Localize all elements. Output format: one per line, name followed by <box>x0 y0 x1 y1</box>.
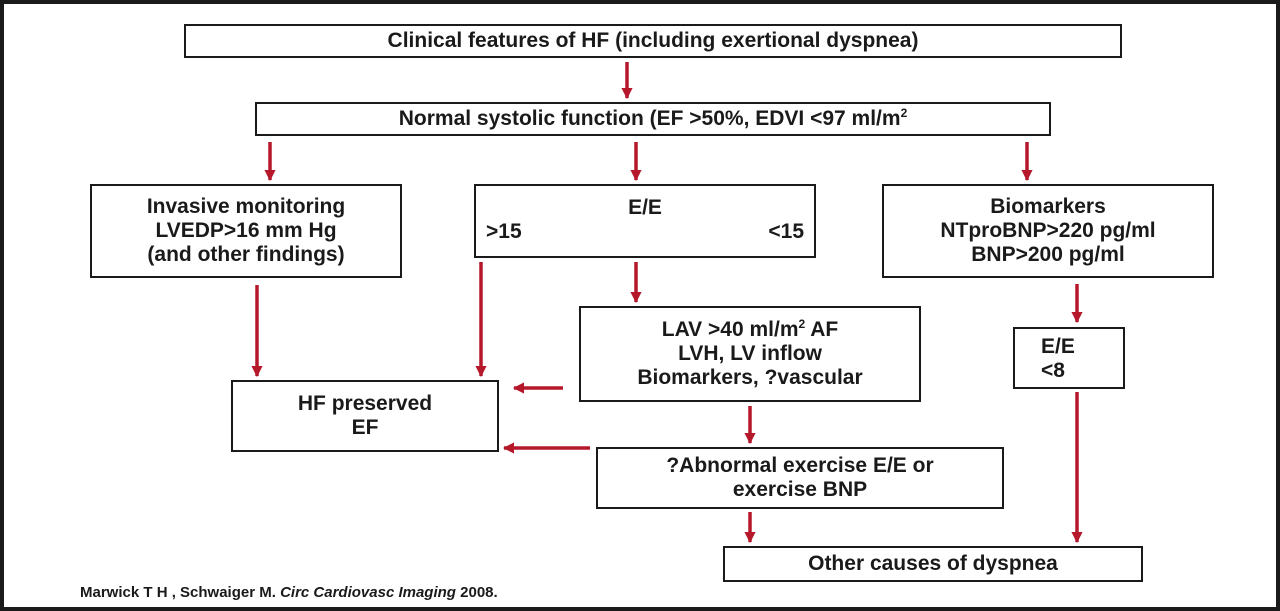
other-causes-label: Other causes of dyspnea <box>808 552 1058 575</box>
invasive-line-3: (and other findings) <box>147 243 345 266</box>
normal-systolic-box: Normal systolic function (EF >50%, EDVI … <box>255 102 1051 136</box>
exercise-line-2: exercise BNP <box>732 478 868 501</box>
lav-line-2: LVH, LV inflow <box>678 342 822 365</box>
biomarkers-line-3: BNP>200 pg/ml <box>971 243 1125 266</box>
ee-small-less-8: <8 <box>1041 359 1065 382</box>
invasive-line-1: Invasive monitoring <box>146 195 346 218</box>
citation: Marwick T H , Schwaiger M. Circ Cardiova… <box>80 584 498 601</box>
lav-line-1: LAV >40 ml/m2 AF <box>661 317 839 341</box>
hf-preserved-line-2: EF <box>351 416 379 439</box>
invasive-line-2: LVEDP>16 mm Hg <box>155 219 337 242</box>
clinical-features-box: Clinical features of HF (including exert… <box>184 24 1122 58</box>
normal-systolic-label: Normal systolic function (EF >50%, EDVI … <box>398 106 908 130</box>
lav-box: LAV >40 ml/m2 AF LVH, LV inflow Biomarke… <box>579 306 921 402</box>
ee-small-title: E/E <box>1041 335 1075 358</box>
hf-preserved-line-1: HF preserved <box>297 392 433 415</box>
ee-ratio-greater-15: >15 <box>486 220 522 243</box>
lav-line-3: Biomarkers, ?vascular <box>637 366 863 389</box>
other-causes-box: Other causes of dyspnea <box>723 546 1143 582</box>
biomarkers-box: Biomarkers NTproBNP>220 pg/ml BNP>200 pg… <box>882 184 1214 278</box>
ee-ratio-title: E/E <box>628 196 662 219</box>
invasive-monitoring-box: Invasive monitoring LVEDP>16 mm Hg (and … <box>90 184 402 278</box>
abnormal-exercise-box: ?Abnormal exercise E/E or exercise BNP <box>596 447 1004 509</box>
ee-small-box: E/E <8 <box>1013 327 1125 389</box>
hf-preserved-box: HF preserved EF <box>231 380 499 452</box>
clinical-features-label: Clinical features of HF (including exert… <box>387 29 919 52</box>
exercise-line-1: ?Abnormal exercise E/E or <box>666 454 934 477</box>
biomarkers-line-2: NTproBNP>220 pg/ml <box>940 219 1156 242</box>
biomarkers-line-1: Biomarkers <box>990 195 1106 218</box>
ee-ratio-less-15: <15 <box>768 220 804 243</box>
ee-ratio-box: E/E >15 <15 <box>474 184 816 258</box>
